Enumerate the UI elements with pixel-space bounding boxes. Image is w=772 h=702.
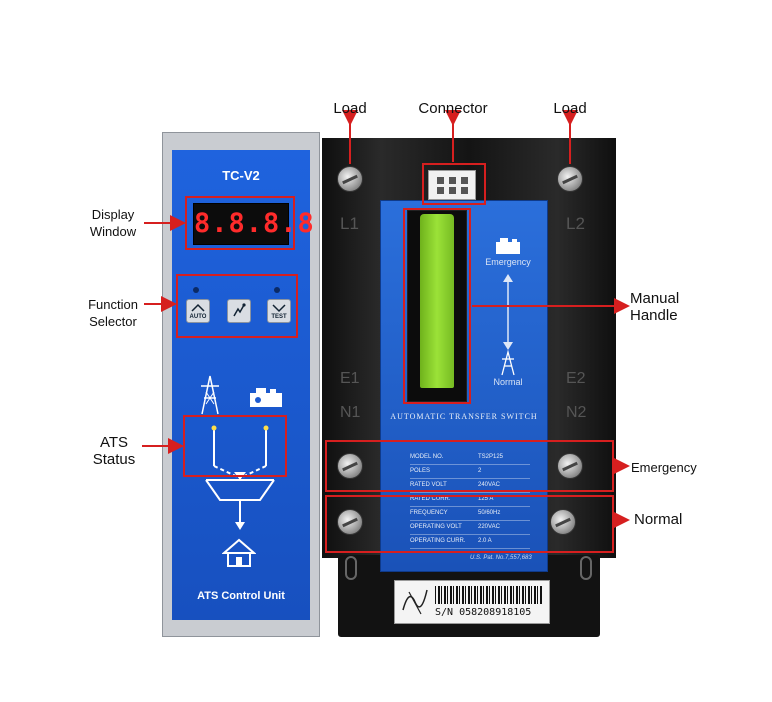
load-terminal-screw-right [557,166,583,192]
transfer-arrow-icon [503,274,513,350]
home-icon [222,538,256,567]
connector-highlight [422,163,486,205]
display-window-highlight [185,196,295,250]
hand-switch-icon [233,303,246,317]
emergency-terminal-screw-right [557,453,583,479]
callout-connector: Connector [418,100,488,117]
control-unit-footer: ATS Control Unit [197,590,285,602]
mounting-slot [580,556,592,580]
manual-handle-highlight [403,208,471,404]
generator-icon [250,388,282,407]
callout-normal: Normal [634,511,683,528]
terminal-label-l2: L2 [566,214,585,233]
manual-mode-button[interactable] [227,299,251,323]
callout-load-left: Load [333,100,367,117]
chevron-up-icon [191,303,205,312]
normal-terminal-screw-right [550,509,576,535]
function-selector-highlight [176,274,298,338]
callout-display-window: Display Window [89,207,137,239]
chevron-down-icon [272,304,286,313]
terminal-label-e2: E2 [566,370,586,387]
test-button-label: TEST [271,314,287,320]
barcode [435,586,543,604]
callout-function-selector: Function Selector [88,297,138,329]
spec-row: OPERATING CURR.2.0 A [410,534,530,549]
ats-status-diagram [205,425,275,530]
transmission-tower-icon [201,375,219,415]
terminal-label-e1: E1 [340,370,360,387]
normal-highlight [325,495,614,553]
terminal-label-n2: N2 [566,404,587,421]
callout-manual-handle: Manual Handle [630,290,680,324]
callout-load-right: Load [553,100,587,117]
auto-button[interactable]: AUTO [186,299,210,323]
control-unit-model: TC-V2 [222,168,260,183]
callout-emergency: Emergency [631,460,697,475]
switch-title: AUTOMATIC TRANSFER SWITCH [390,412,538,421]
emergency-source-label: Emergency [485,257,531,267]
callout-ats-status: ATS Status [92,434,136,468]
terminal-label-n1: N1 [340,404,361,421]
serial-label: S/N 058208918105 [394,580,550,624]
ats-status-highlight [183,415,287,477]
indicator-led [193,287,199,293]
test-button[interactable]: TEST [267,299,291,323]
transmission-tower-icon [501,350,515,376]
manual-handle[interactable] [420,214,454,388]
emergency-highlight [325,440,614,492]
serial-number: S/N 058208918105 [435,607,532,618]
emergency-terminal-screw-left [337,453,363,479]
auto-button-label: AUTO [189,314,207,320]
generator-icon [496,238,520,254]
connector-plug [428,170,476,200]
patent-note: U.S. Pat. No.7,557,683 [470,555,532,561]
spec-row: RATED CURR.125 A [410,492,530,507]
indicator-led [274,287,280,293]
load-terminal-screw-left [337,166,363,192]
spec-row: MODEL NO.TS2P125 [410,450,530,465]
mounting-slot [345,556,357,580]
brand-logo-icon [402,589,428,615]
normal-source-label: Normal [493,377,523,387]
terminal-label-l1: L1 [340,214,359,233]
normal-terminal-screw-left [337,509,363,535]
